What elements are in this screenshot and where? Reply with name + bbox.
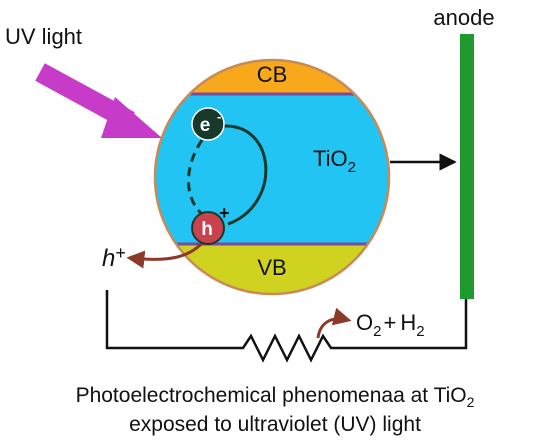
tio2-label-sub: 2: [348, 159, 356, 176]
external-hole-label: h+: [102, 243, 126, 272]
vb-label: VB: [257, 255, 286, 280]
caption-line-1-sub: 2: [467, 394, 475, 410]
anode-label: anode: [433, 5, 494, 30]
product-o-sub: 2: [373, 323, 381, 340]
tio2-label: TiO2: [313, 146, 356, 176]
caption-line-1: Photoelectrochemical phenomenaa at TiO2: [76, 384, 475, 410]
excitation-arc: [223, 124, 268, 226]
uv-light-label: UV light: [5, 24, 82, 49]
caption-line-2: exposed to ultraviolet (UV) light: [129, 413, 421, 436]
particle-outline: [153, 58, 391, 296]
product-o: O: [356, 310, 373, 335]
cb-label: CB: [257, 62, 288, 87]
gas-evolution-arrow: [316, 307, 352, 339]
caption-line-1-main: Photoelectrochemical phenomenaa at TiO: [76, 384, 467, 407]
product-h: H: [400, 310, 416, 335]
external-circuit-wire: [105, 290, 468, 363]
electron: e -: [191, 107, 225, 141]
product-plus: +: [383, 310, 396, 335]
tio2-label-base: TiO: [313, 146, 348, 171]
external-hole-symbol: h: [102, 245, 115, 272]
hole-charge: +: [219, 203, 230, 223]
hole-transfer-arrow: [126, 239, 207, 269]
recombination-dashed: [187, 139, 204, 216]
bandgap-region: [155, 94, 389, 244]
uv-arrow: [35, 63, 162, 138]
electron-charge: -: [217, 109, 221, 124]
hole: h +: [191, 203, 230, 245]
hole-symbol: h: [201, 219, 213, 240]
anode-electrode: [460, 34, 474, 299]
external-hole-charge: +: [115, 243, 126, 263]
electron-symbol: e: [200, 115, 211, 136]
products-label: O2+H2: [356, 310, 425, 340]
product-h-sub: 2: [416, 323, 424, 340]
